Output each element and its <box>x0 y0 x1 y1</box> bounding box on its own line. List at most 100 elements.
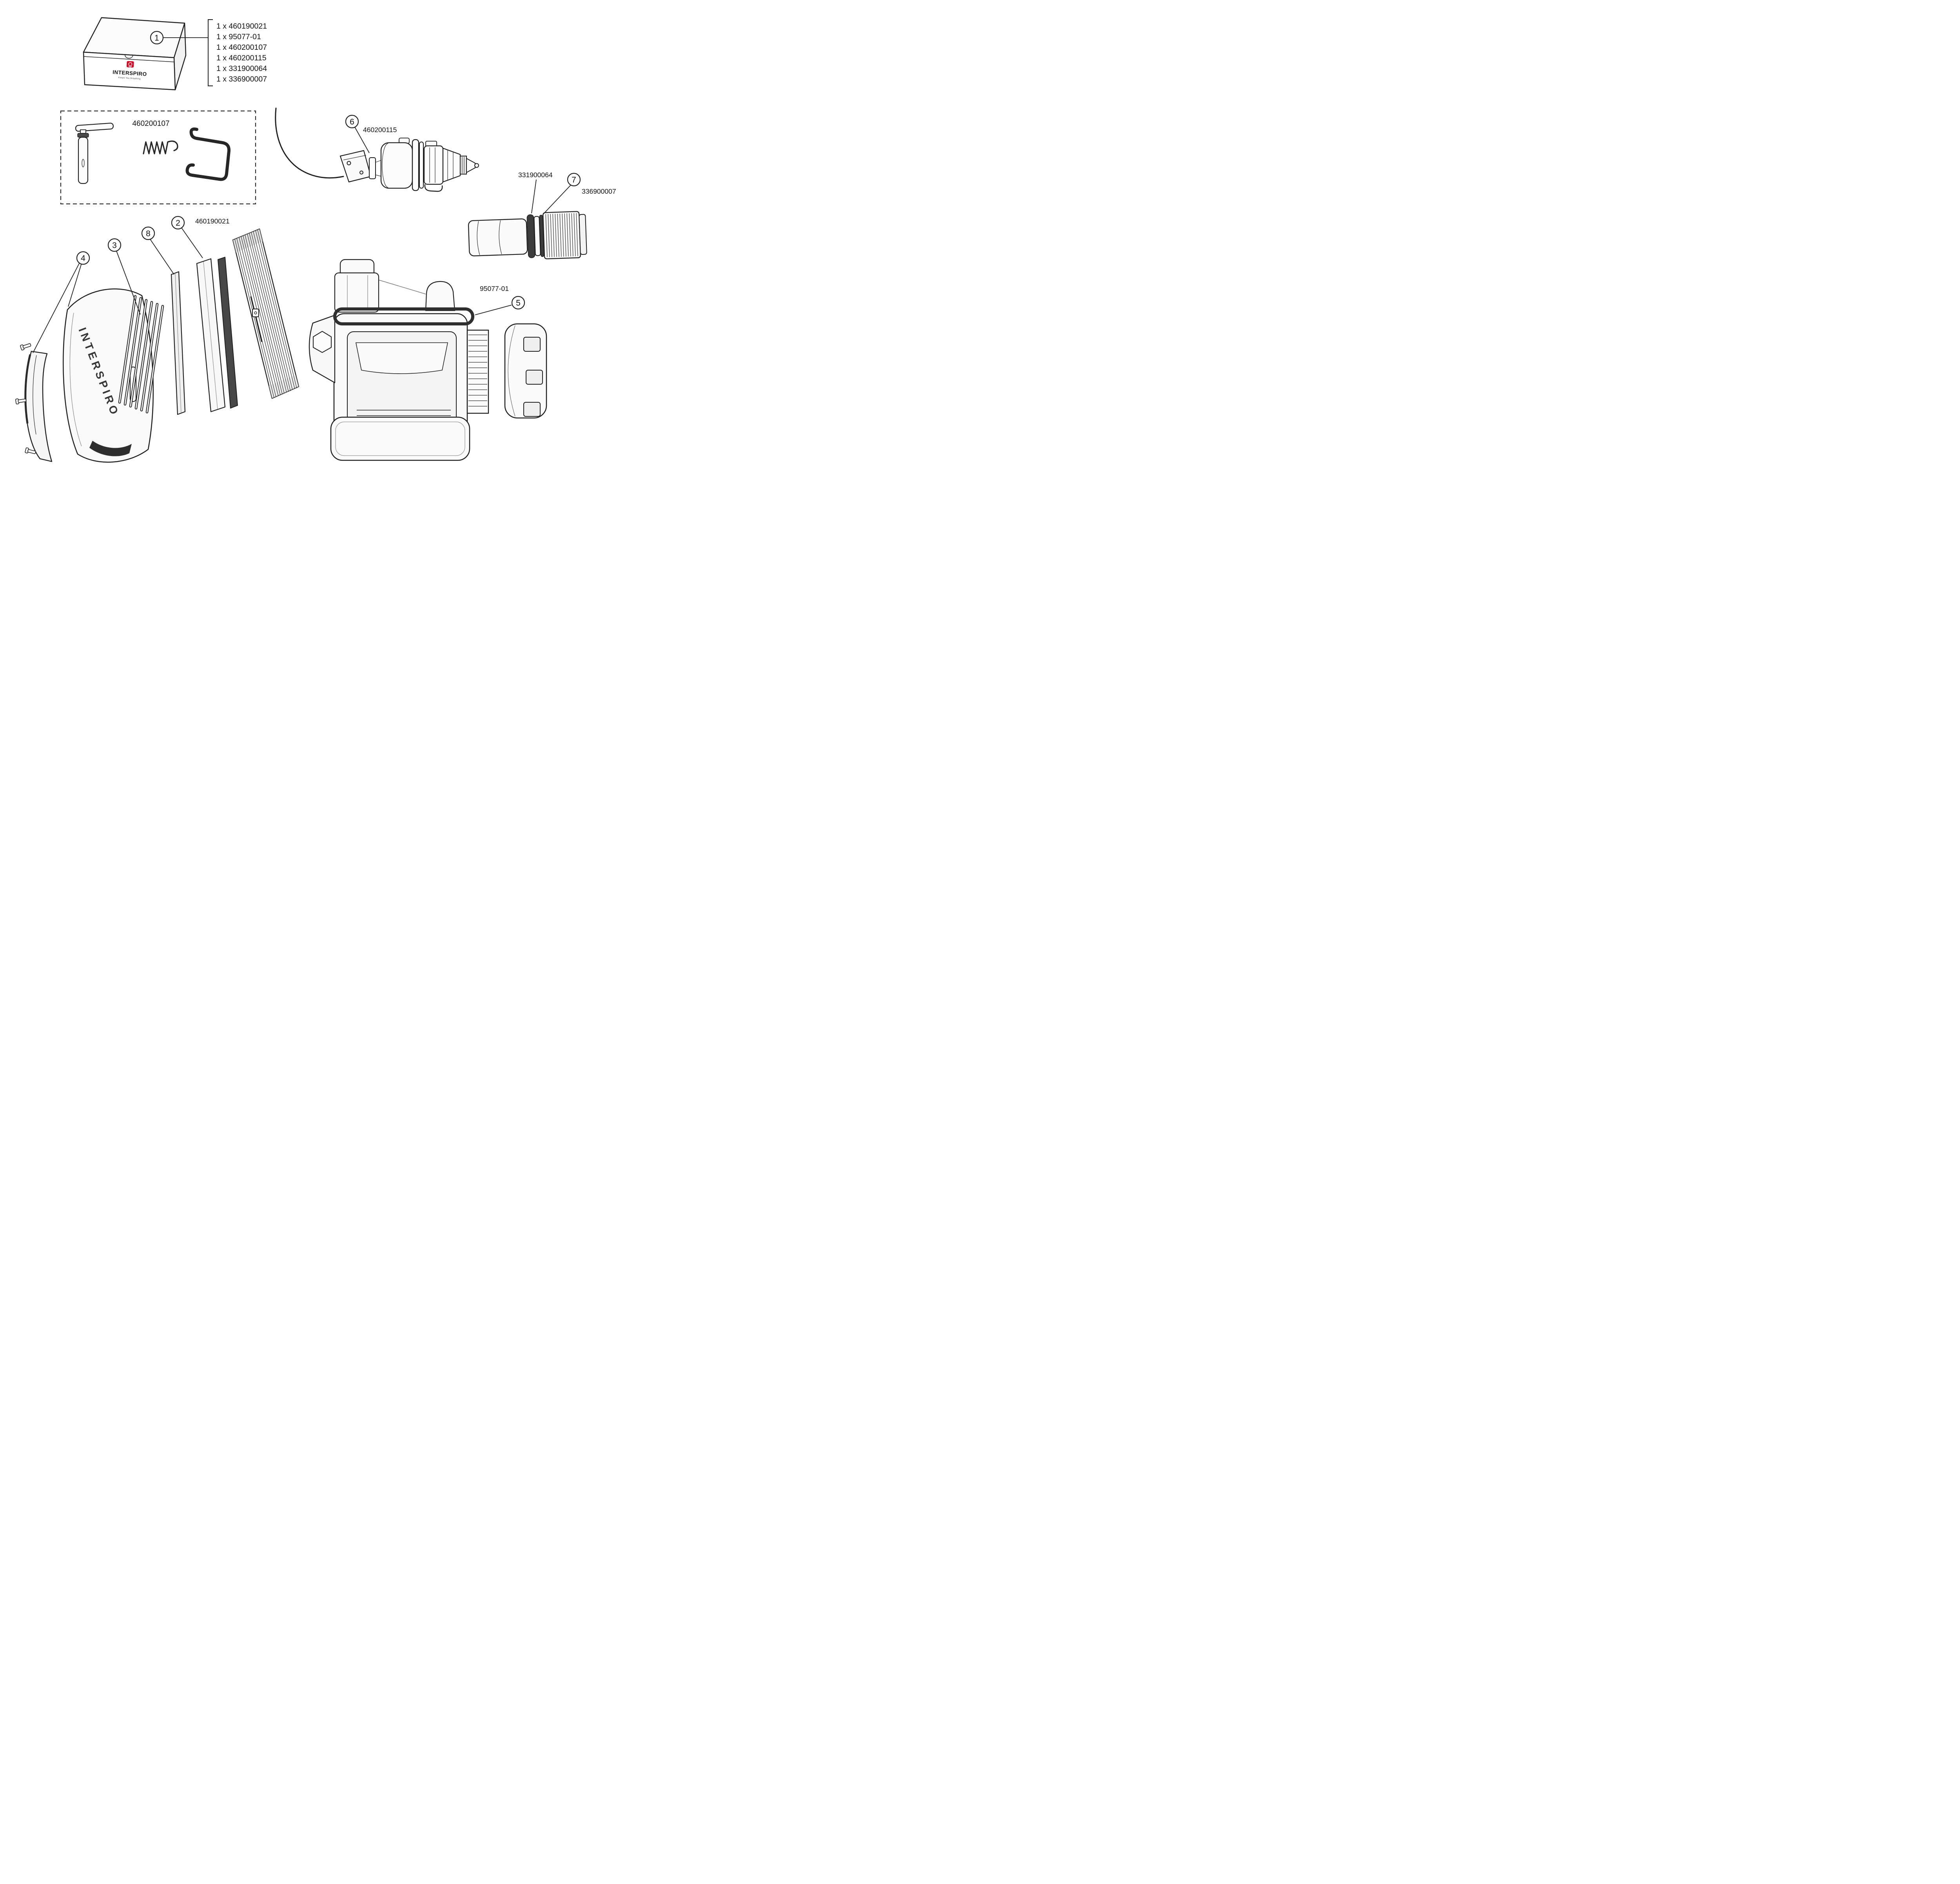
filter-ribs <box>234 229 297 398</box>
valve-part-number: 460200115 <box>363 126 397 134</box>
parts-list: 1 x 460190021 1 x 95077-01 1 x 460200107… <box>216 22 267 84</box>
edge-seal <box>171 271 186 415</box>
housing-skirt-contour <box>335 421 465 456</box>
adapter-body-group <box>468 211 587 260</box>
adapter-body <box>468 218 528 256</box>
grille-slat <box>140 303 159 412</box>
pin-tool-slot <box>82 159 85 167</box>
filter-latch-screw <box>254 311 257 314</box>
valve-bell-contour <box>382 143 388 188</box>
callout-6-circle <box>345 114 359 129</box>
dark-gasket-strip <box>218 257 238 409</box>
housing-panel-recess <box>356 342 448 374</box>
callout-7-circle <box>567 173 581 187</box>
valve-cone-lines <box>447 150 454 180</box>
callout-2-leader <box>181 227 203 258</box>
housing-oring-part-number: 95077-01 <box>480 285 509 293</box>
front-cover-vent-shadow <box>89 441 132 456</box>
callout-4-circle <box>76 251 90 265</box>
callout-7-leader <box>543 185 571 214</box>
callout-3-circle <box>107 238 122 252</box>
service-kit-box: 460200107 <box>60 110 256 205</box>
lock-nut-contour <box>508 325 515 417</box>
parts-list-line: 1 x 336900007 <box>216 75 267 84</box>
valve-tip <box>466 158 475 173</box>
service-kit-border <box>60 110 256 205</box>
pin-tool-handle <box>75 122 114 132</box>
cylinder-adapter: 331900064 7 336900007 <box>468 171 616 260</box>
packaging-box: INTERSPIRO Keeps You Breathing <box>83 17 187 91</box>
callout-4: 4 <box>33 251 90 353</box>
callout-7-number: 7 <box>572 176 576 185</box>
callout-6-number: 6 <box>350 118 354 127</box>
cover-plate-edge-seal <box>24 354 31 424</box>
filter-bottom-cap <box>269 375 299 398</box>
diaphragm-strip <box>196 258 226 412</box>
snap-pin <box>20 343 31 351</box>
callout-6-leader <box>354 127 370 153</box>
callout-3-number: 3 <box>112 241 117 250</box>
callout-5-leader <box>475 305 512 315</box>
valve-tip-nozzle <box>474 163 479 168</box>
lever-bracket <box>339 150 372 183</box>
callout-3: 3 <box>107 238 141 315</box>
callout-2-number: 2 <box>176 219 180 228</box>
parts-list-line: 1 x 95077-01 <box>216 33 261 41</box>
parts-list-line: 1 x 460200107 <box>216 43 267 52</box>
snap-pin <box>15 398 27 405</box>
diaphragm-contour <box>203 261 218 409</box>
grille-slats <box>118 295 164 414</box>
thread-collar-lines <box>468 334 487 407</box>
edge-seal-contour <box>175 273 181 413</box>
grille-slat <box>129 299 148 408</box>
box-lid-lip <box>83 56 174 62</box>
callout-8-number: 8 <box>146 229 151 238</box>
snap-pin <box>25 447 36 454</box>
diaphragm-part-number: 460190021 <box>195 217 230 225</box>
lever-bracket-edge <box>343 155 367 160</box>
valve-bell <box>380 142 413 189</box>
housing-panel-lines <box>357 410 451 416</box>
callout-5-number: 5 <box>516 299 521 308</box>
clevis <box>369 157 376 179</box>
callout-5-circle <box>511 296 525 310</box>
housing-tower-lines <box>347 275 368 310</box>
callout-8: 8 <box>141 226 174 275</box>
box-thumb-notch <box>125 55 133 59</box>
filter-top-cap <box>233 229 263 253</box>
parts-list-line: 1 x 460200115 <box>216 54 267 62</box>
adapter-end-collar <box>579 214 587 255</box>
callout-3-leader <box>116 251 141 315</box>
lock-nut-window <box>523 402 541 417</box>
adapter-groove <box>534 216 541 256</box>
pin-tool-collar <box>77 133 89 138</box>
valve-cone <box>442 147 461 183</box>
cover-plate-contour <box>33 355 37 435</box>
service-kit-part-number: 460200107 <box>132 120 169 128</box>
pin-tool <box>75 122 114 184</box>
pin-tool-neck <box>80 129 86 134</box>
housing-back-edge <box>378 280 426 294</box>
diagram-canvas: INTERSPIRO Keeps You Breathing 1 1 x 460… <box>15 17 616 463</box>
thread-collar <box>466 329 489 414</box>
filter-latch-rod <box>250 296 263 342</box>
valve-lower-clip <box>424 184 443 192</box>
adapter-thread-lines <box>545 213 578 258</box>
callout-1-circle <box>150 31 164 45</box>
filter-latch-clamp <box>252 309 259 317</box>
valve-flange <box>412 139 419 191</box>
cover-plate-body <box>25 351 53 462</box>
lock-nut-window <box>526 370 543 385</box>
parts-list-line: 1 x 460190021 <box>216 22 267 31</box>
bypass-valve-assembly: 6 460200115 <box>275 107 479 192</box>
regulator-housing <box>309 259 489 461</box>
filter-element <box>232 228 299 399</box>
valve-knurl <box>460 156 467 174</box>
housing-oring-shape <box>333 307 474 325</box>
housing-right-boss <box>425 281 456 311</box>
exploded-parts-diagram: INTERSPIRO Keeps You Breathing 1 1 x 460… <box>0 0 630 471</box>
grille-slat <box>134 301 153 410</box>
callout-2-circle <box>171 216 185 230</box>
spring <box>143 140 178 154</box>
lock-nut-window <box>523 337 541 352</box>
